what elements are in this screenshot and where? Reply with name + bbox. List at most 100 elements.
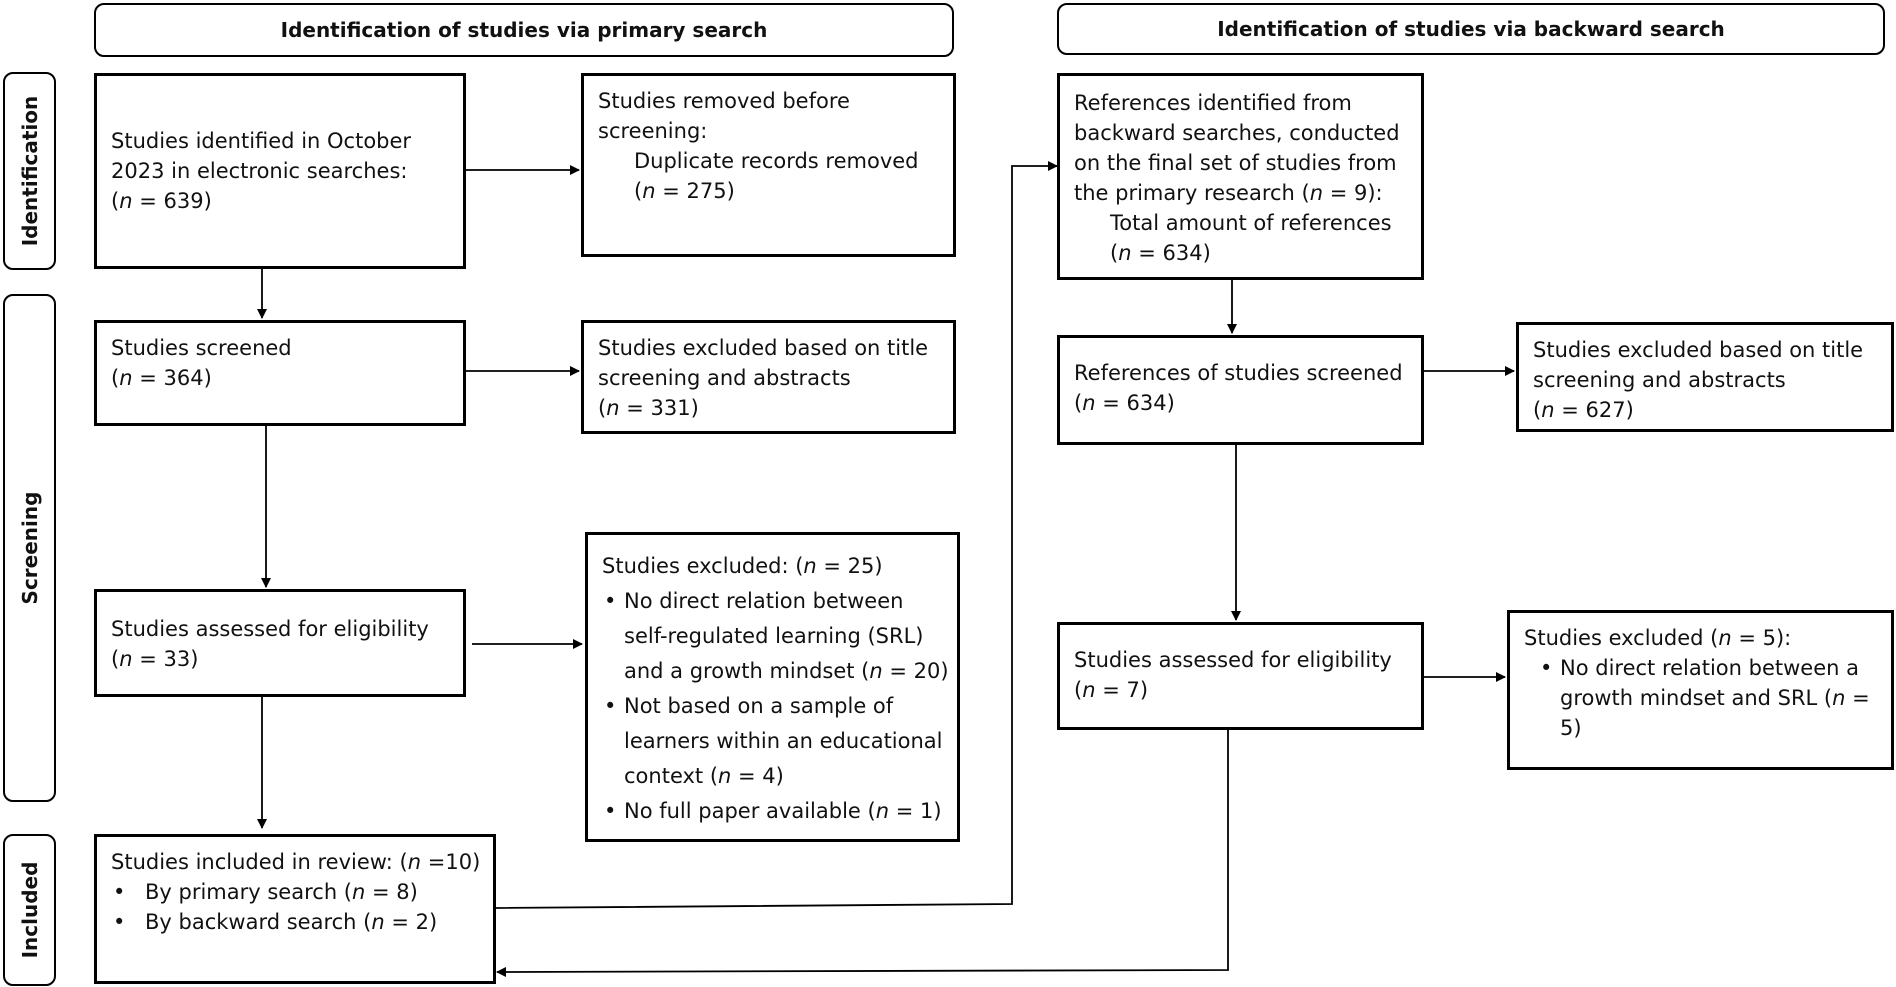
count-value: 5 — [1560, 716, 1574, 740]
text-line: Total amount of references — [1110, 211, 1392, 235]
count-value: 2 — [415, 910, 429, 934]
box-backward-excluded-full: Studies excluded (n = 5): No direct rela… — [1507, 610, 1894, 770]
count-value: 331 — [650, 396, 691, 420]
excluded-title-line: Studies excluded: (n = 25) — [602, 554, 883, 578]
arrow-included-to-backward — [495, 161, 1058, 909]
stage-included-label: Included — [17, 861, 42, 959]
text-fragment: context ( — [624, 764, 719, 788]
text-line: growth mindset and SRL (n = — [1560, 686, 1870, 710]
text-line: Studies screened — [111, 336, 292, 360]
count-line: (n = 364) — [111, 366, 212, 390]
text-line: Duplicate records removed — [634, 149, 919, 173]
box-primary-identified: Studies identified in October 2023 in el… — [94, 73, 466, 269]
reason-item: No full paper available (n = 1) — [602, 794, 943, 829]
text-fragment: Studies excluded: ( — [602, 554, 804, 578]
count-value: 7 — [1126, 678, 1140, 702]
text-fragment: By backward search ( — [145, 910, 372, 934]
count-value: 4 — [762, 764, 776, 788]
count-line: (n = 7) — [1074, 678, 1149, 702]
box-backward-assessed: Studies assessed for eligibility (n = 7) — [1057, 622, 1424, 730]
text-line: screening: — [598, 119, 708, 143]
box-primary-screened: Studies screened (n = 364) — [94, 320, 466, 426]
count-value: 364 — [163, 366, 204, 390]
text-line: Studies removed before — [598, 89, 850, 113]
text-line: No full paper available (n = 1) — [624, 799, 942, 823]
count-value: 275 — [686, 179, 727, 203]
count-line: (n = 275) — [634, 179, 735, 203]
text-line: screening and abstracts — [598, 366, 851, 390]
box-primary-excluded-full: Studies excluded: (n = 25) No direct rel… — [585, 532, 960, 842]
text-line: context (n = 4) — [624, 764, 784, 788]
count-line: (n = 639) — [111, 189, 212, 213]
text-line: Studies assessed for eligibility — [111, 617, 429, 641]
count-value: 634 — [1162, 241, 1203, 265]
text-line: No direct relation between — [624, 589, 904, 613]
header-backward-label: Identification of studies via backward s… — [1217, 17, 1725, 41]
box-primary-removed: Studies removed before screening: Duplic… — [581, 73, 956, 257]
text-fragment: growth mindset and SRL ( — [1560, 686, 1833, 710]
arrow-backward-assessed-to-included — [496, 730, 1229, 977]
text-line: 5) — [1560, 716, 1582, 740]
text-fragment: By primary search ( — [145, 880, 352, 904]
text-line: References identified from — [1074, 91, 1352, 115]
text-fragment: and a growth mindset ( — [624, 659, 870, 683]
text-line: learners within an educational — [624, 729, 943, 753]
text-fragment: the primary research ( — [1074, 181, 1310, 205]
reason-item: No direct relation between self-regulate… — [602, 584, 949, 689]
text-line: on the final set of studies from — [1074, 151, 1397, 175]
count-value: 634 — [1126, 391, 1167, 415]
text-line: Studies included in review: (n =10) — [111, 850, 481, 874]
text-fragment: Studies included in review: ( — [111, 850, 408, 874]
count-value: 639 — [163, 189, 204, 213]
count-value: 9 — [1353, 181, 1368, 205]
stage-screening-label: Screening — [17, 491, 42, 605]
count-line: (n = 634) — [1074, 391, 1175, 415]
box-primary-assessed: Studies assessed for eligibility (n = 33… — [94, 589, 466, 697]
text-line: the primary research (n = 9): — [1074, 181, 1383, 205]
stage-identification-label: Identification — [17, 95, 42, 247]
text-line: Studies assessed for eligibility — [1074, 648, 1392, 672]
box-backward-excluded-title: Studies excluded based on title screenin… — [1516, 322, 1894, 432]
text-line: No direct relation between a — [1560, 656, 1859, 680]
reason-item: No direct relation between a growth mind… — [1538, 653, 1877, 743]
count-value: 1 — [919, 799, 934, 823]
text-line: Not based on a sample of — [624, 694, 894, 718]
count-line: (n = 33) — [111, 647, 199, 671]
count-line: (n = 634) — [1110, 241, 1211, 265]
box-primary-excluded-title: Studies excluded based on title screenin… — [581, 320, 956, 434]
included-item: By backward search (n = 2) — [111, 907, 479, 937]
count-value: 20 — [913, 659, 941, 683]
text-line: Studies excluded (n = 5): — [1524, 626, 1792, 650]
count-value: 8 — [396, 880, 410, 904]
box-backward-identified: References identified from backward sear… — [1057, 73, 1424, 280]
text-fragment: Studies excluded ( — [1524, 626, 1719, 650]
text-line: backward searches, conducted — [1074, 121, 1400, 145]
stage-identification: Identification — [3, 72, 56, 270]
stage-screening: Screening — [3, 294, 56, 802]
count-value: 33 — [163, 647, 191, 671]
text-line: and a growth mindset (n = 20) — [624, 659, 949, 683]
text-line: 2023 in electronic searches: — [111, 159, 408, 183]
box-included-in-review: Studies included in review: (n =10) By p… — [94, 834, 496, 984]
text-line: self-regulated learning (SRL) — [624, 624, 924, 648]
included-item: By primary search (n = 8) — [111, 877, 479, 907]
header-primary-search: Identification of studies via primary se… — [94, 3, 954, 57]
count-value: 10 — [445, 850, 473, 874]
text-line: Studies identified in October — [111, 129, 412, 153]
header-backward-search: Identification of studies via backward s… — [1057, 3, 1885, 55]
count-value: 627 — [1585, 398, 1626, 422]
text-fragment: No full paper available ( — [624, 799, 876, 823]
count-line: (n = 627) — [1533, 398, 1634, 422]
header-primary-label: Identification of studies via primary se… — [280, 18, 768, 42]
reason-item: Not based on a sample of learners within… — [602, 689, 943, 794]
count-value: 25 — [847, 554, 875, 578]
text-line: Studies excluded based on title — [1533, 338, 1864, 362]
stage-included: Included — [3, 834, 56, 986]
box-backward-screened: References of studies screened (n = 634) — [1057, 335, 1424, 445]
text-line: References of studies screened — [1074, 361, 1403, 385]
count-line: (n = 331) — [598, 396, 699, 420]
text-line: Studies excluded based on title — [598, 336, 929, 360]
text-line: screening and abstracts — [1533, 368, 1786, 392]
